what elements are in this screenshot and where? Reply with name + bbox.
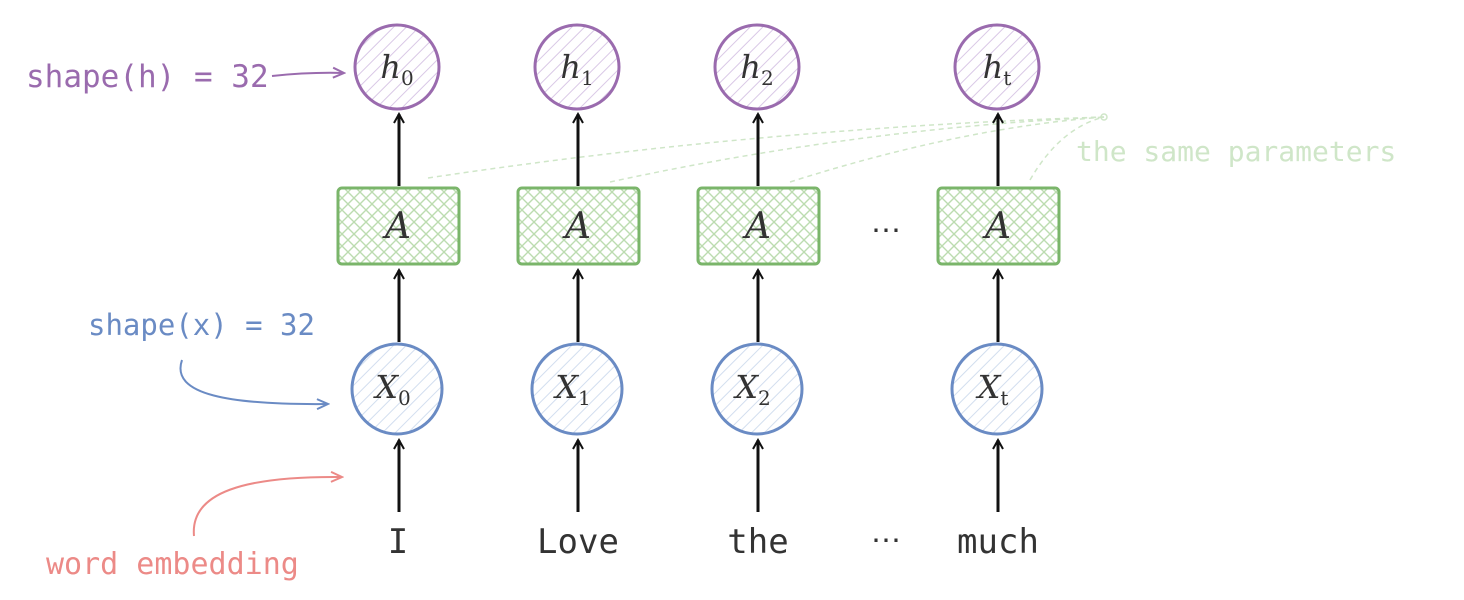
cell-ellipsis: ⋯: [871, 213, 901, 248]
word-token: Love: [537, 522, 619, 562]
hidden-node-label: h1: [560, 48, 593, 90]
word-embedding-arrow: [192, 477, 342, 537]
word-token: I: [388, 522, 408, 562]
hidden-node-label: ht: [983, 48, 1012, 90]
rnn-cell-A: [336, 186, 461, 266]
input-node-label: Xt: [975, 368, 1009, 410]
hidden-shape-label: shape(h) = 32: [26, 59, 269, 95]
hidden-node-h2: [713, 23, 801, 111]
word-token: the: [727, 522, 788, 562]
rnn-cell-label: A: [742, 206, 771, 247]
input-shape-arrow: [179, 359, 328, 404]
column-2: h2 A X2 the: [696, 23, 821, 562]
column-1: h1 A X1 Love: [516, 23, 641, 562]
hidden-shape-arrow: [271, 73, 344, 76]
hidden-node-h0: [353, 23, 441, 111]
hidden-node-h1: [533, 23, 621, 111]
rnn-cell-label: A: [382, 206, 411, 247]
rnn-cell-label: A: [982, 206, 1011, 247]
hidden-node-label: h2: [740, 48, 773, 90]
input-shape-label: shape(x) = 32: [88, 308, 315, 342]
word-token: much: [957, 522, 1039, 562]
param-link-1: [609, 116, 1105, 183]
param-link-0: [427, 116, 1105, 179]
rnn-cell-label: A: [562, 206, 591, 247]
column-t: ht A Xt much: [936, 23, 1061, 562]
word-ellipsis: ⋯: [871, 523, 901, 558]
same-parameters-connectors: [427, 116, 1105, 183]
param-link-3: [1029, 116, 1105, 181]
input-node-x2: [710, 342, 804, 436]
input-node-label: X2: [732, 368, 771, 410]
column-0: h0 A X0 I: [336, 23, 461, 562]
param-link-anchor: [1100, 113, 1108, 121]
param-link-2: [789, 116, 1105, 183]
hidden-node-label: h0: [380, 48, 413, 90]
rnn-cell-A: [936, 186, 1061, 266]
input-node-label: X1: [552, 368, 591, 410]
rnn-cell-A: [696, 186, 821, 266]
rnn-cell-A: [516, 186, 641, 266]
word-embedding-label: word embedding: [46, 547, 299, 582]
hidden-node-ht: [953, 23, 1041, 111]
input-node-x0: [350, 342, 444, 436]
input-node-x1: [530, 342, 624, 436]
input-node-label: X0: [372, 368, 411, 410]
same-parameters-label: the same parameters: [1076, 135, 1396, 168]
input-node-xt: [950, 342, 1044, 436]
